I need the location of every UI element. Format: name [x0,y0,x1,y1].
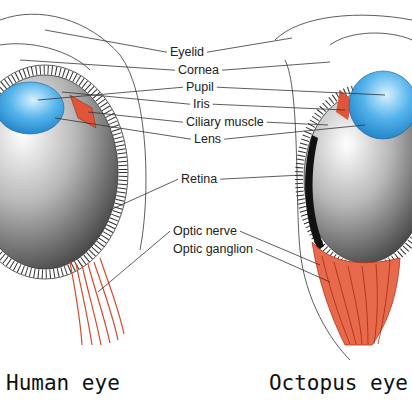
leader-line [267,122,328,125]
leader-line [110,179,178,210]
part-label: Retina [181,172,217,186]
part-label: Eyelid [170,45,204,59]
leader-line [55,118,191,139]
figure-title: Octopus eye [269,372,408,395]
leader-line [45,30,167,52]
leader-line [256,249,330,282]
leader-line [207,38,292,52]
part-label: Pupil [186,80,214,94]
leader-line [222,62,330,70]
leader-line [38,87,183,100]
part-label: Iris [193,97,210,111]
figure-title: Human eye [6,372,120,395]
leader-line [20,60,175,70]
leader-line [217,87,385,95]
part-label: Optic nerve [173,224,237,238]
leader-line [62,92,190,104]
part-label: Ciliary muscle [186,115,264,129]
leader-line [88,112,183,122]
part-label: Lens [194,132,221,146]
part-label: Optic ganglion [173,242,253,256]
leader-line [220,175,302,179]
leader-line [98,231,170,292]
octopus-eye [275,15,412,360]
part-label: Cornea [178,63,219,77]
leader-line [213,104,345,110]
